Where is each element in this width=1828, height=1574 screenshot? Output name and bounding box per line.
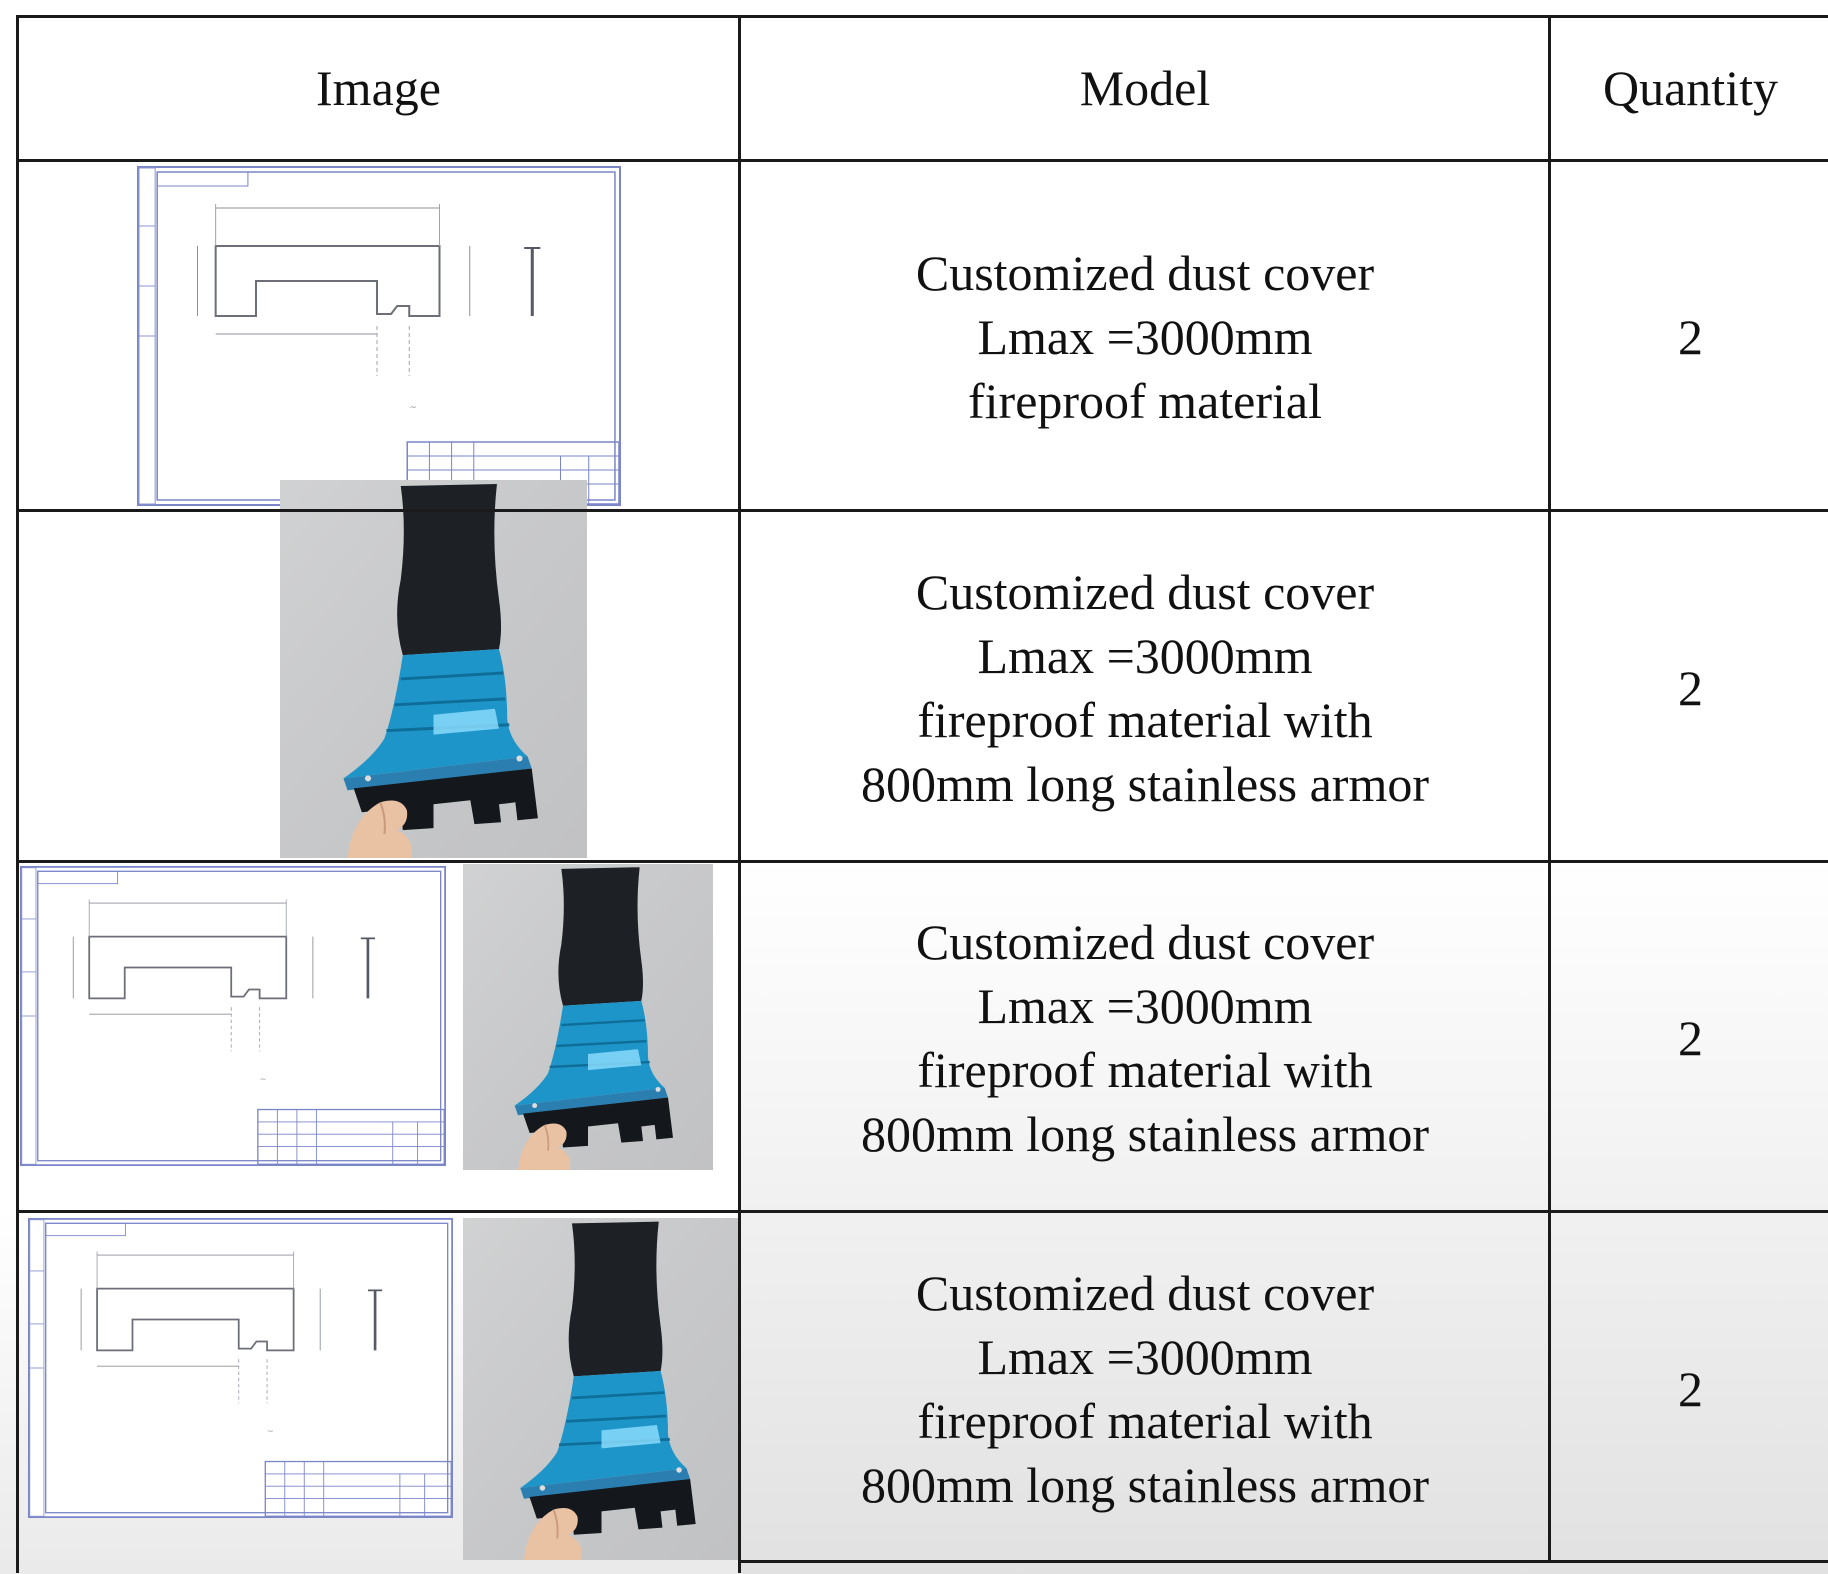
row-divider bbox=[740, 1560, 1828, 1563]
product-photo-image bbox=[463, 864, 713, 1170]
column-divider bbox=[1548, 15, 1551, 1563]
row-divider bbox=[17, 509, 1828, 512]
row-divider bbox=[17, 860, 1828, 863]
header-model: Model bbox=[1079, 60, 1211, 116]
header-quantity: Quantity bbox=[1603, 60, 1778, 116]
model-line: fireproof material with bbox=[917, 1041, 1373, 1098]
model-cell: Customized dust cover Lmax =3000mm firep… bbox=[742, 865, 1548, 1210]
model-cell: Customized dust cover Lmax =3000mm firep… bbox=[742, 1216, 1548, 1561]
model-line: Customized dust cover bbox=[915, 913, 1375, 970]
model-line: fireproof material bbox=[968, 372, 1322, 429]
table-border bbox=[16, 15, 19, 1573]
technical-drawing-image bbox=[137, 166, 621, 506]
model-cell: Customized dust cover Lmax =3000mm firep… bbox=[742, 515, 1548, 860]
quantity-cell: 2 bbox=[1678, 1360, 1703, 1417]
quantity-cell: 2 bbox=[1678, 659, 1703, 716]
model-line: Lmax =3000mm bbox=[977, 308, 1313, 365]
model-line: 800mm long stainless armor bbox=[861, 1105, 1429, 1162]
row-divider bbox=[17, 159, 1828, 162]
model-line: Lmax =3000mm bbox=[977, 627, 1313, 684]
model-line: Lmax =3000mm bbox=[977, 1328, 1313, 1385]
model-line: Customized dust cover bbox=[915, 563, 1375, 620]
model-line: fireproof material with bbox=[917, 691, 1373, 748]
row-divider bbox=[17, 1210, 1828, 1213]
product-photo-image bbox=[463, 1218, 740, 1560]
model-line: Customized dust cover bbox=[915, 244, 1375, 301]
quantity-cell: 2 bbox=[1678, 308, 1703, 365]
product-photo-image bbox=[280, 480, 587, 858]
model-cell: Customized dust cover Lmax =3000mm firep… bbox=[742, 164, 1548, 509]
model-line: fireproof material with bbox=[917, 1392, 1373, 1449]
quantity-cell: 2 bbox=[1678, 1009, 1703, 1066]
table-border bbox=[17, 15, 1828, 18]
model-line: Customized dust cover bbox=[915, 1264, 1375, 1321]
background-shade bbox=[740, 860, 1828, 1574]
header-image: Image bbox=[316, 60, 441, 116]
model-line: 800mm long stainless armor bbox=[861, 1456, 1429, 1513]
model-line: 800mm long stainless armor bbox=[861, 755, 1429, 812]
technical-drawing-image bbox=[20, 866, 446, 1166]
technical-drawing-image bbox=[28, 1218, 453, 1518]
column-divider bbox=[738, 15, 741, 1573]
model-line: Lmax =3000mm bbox=[977, 977, 1313, 1034]
